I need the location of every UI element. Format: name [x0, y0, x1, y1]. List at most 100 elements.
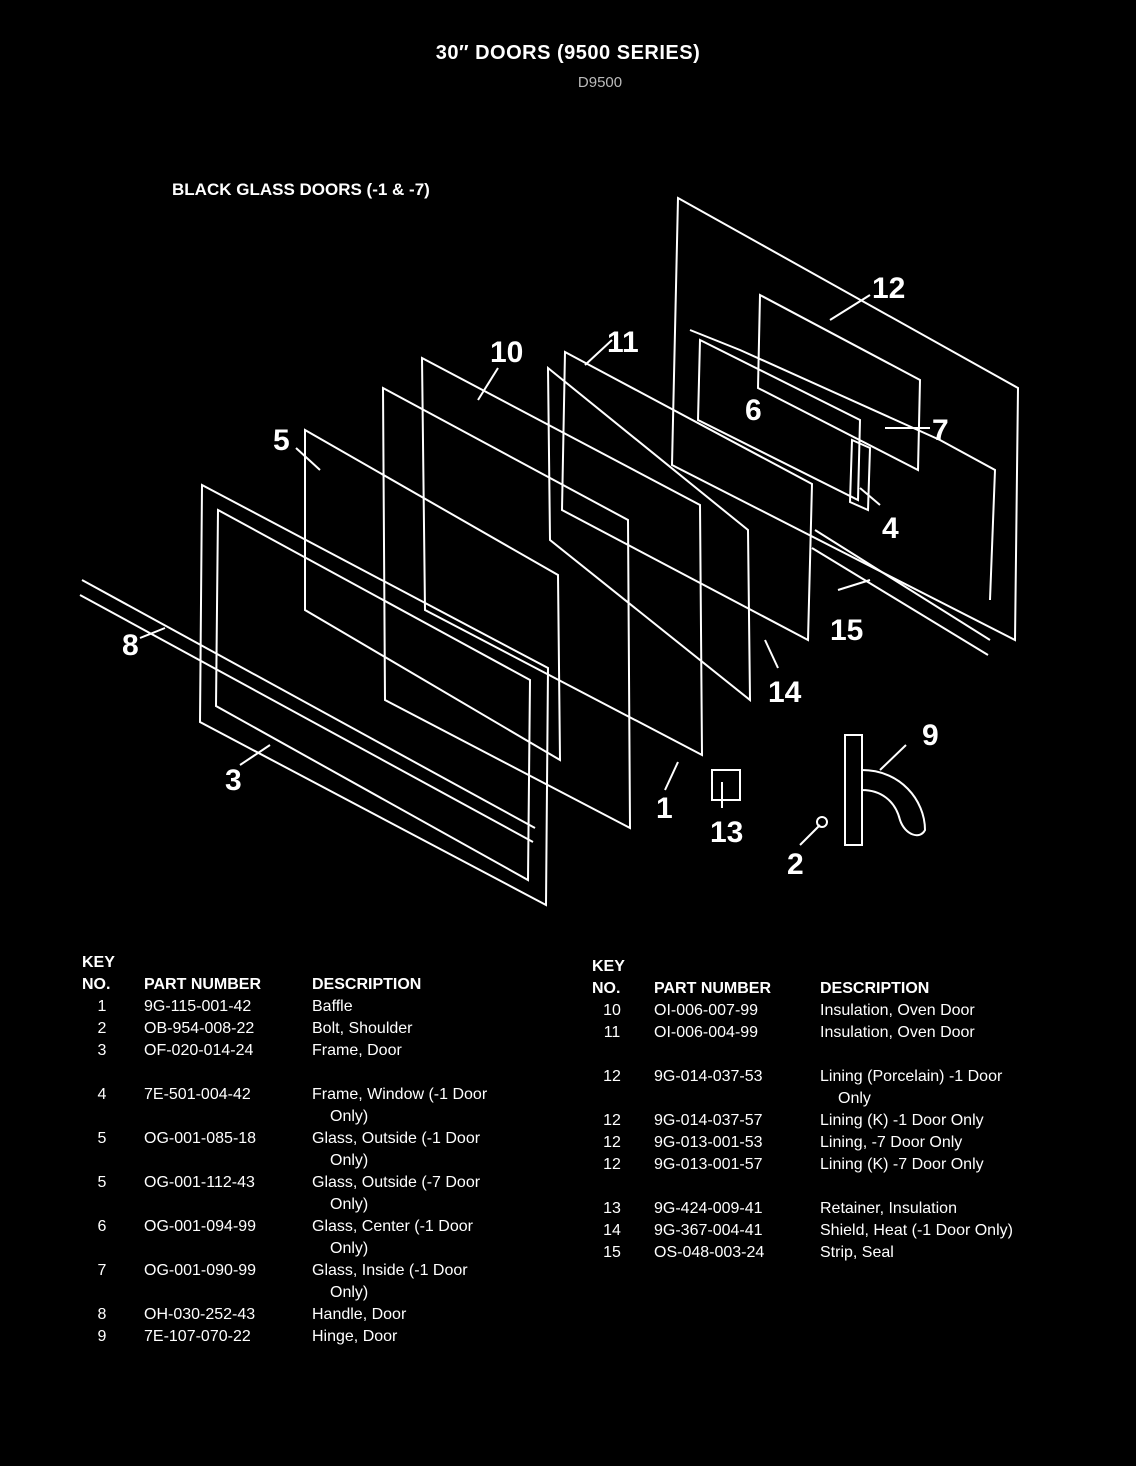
exploded-door-diagram: 1 2 3 4 5 6 7 8 9 10 11 12 13 14 15: [79, 196, 1020, 907]
description-line: Baffle: [312, 998, 353, 1015]
part-description: Strip, Seal: [820, 1242, 894, 1264]
description-line: Lining (Porcelain) -1 Door: [820, 1068, 1003, 1085]
description-line: Strip, Seal: [820, 1244, 894, 1261]
callout-2: 2: [787, 848, 804, 881]
part-number: OI-006-007-99: [654, 1002, 759, 1019]
key-number: 13: [603, 1200, 621, 1217]
handle-part: [81, 579, 536, 829]
part-number: 9G-115-001-42: [144, 998, 252, 1015]
callout-6: 6: [745, 394, 762, 427]
part-number: OG-001-085-18: [144, 1130, 257, 1147]
glass-center-part: [696, 338, 862, 502]
section-label: BLACK GLASS DOORS (-1 & -7): [172, 180, 430, 199]
lining-part: [670, 196, 1020, 642]
part-description: Lining (K) -7 Door Only: [820, 1154, 984, 1176]
baffle-part: [381, 386, 632, 830]
door-frame-inner: [214, 508, 532, 882]
callout-10: 10: [490, 336, 523, 369]
part-number: OS-048-003-24: [654, 1244, 765, 1261]
description-line: Glass, Center (-1 Door: [312, 1218, 473, 1235]
key-number: 8: [97, 1306, 107, 1323]
model-code: D9500: [577, 74, 623, 91]
callout-1: 1: [656, 792, 673, 825]
part-number: 7E-501-004-42: [144, 1086, 251, 1103]
part-number-header: PART NUMBER: [654, 980, 772, 997]
heat-shield-part: [546, 365, 752, 703]
part-description: Insulation, Oven Door: [820, 1000, 975, 1022]
key-number: 12: [603, 1156, 621, 1173]
parts-list-header: KEY NO. PART NUMBER DESCRIPTION: [592, 956, 1072, 1000]
insulation-11-part: [560, 350, 814, 642]
description-line: Glass, Inside (-1 Door: [312, 1262, 468, 1279]
description-line: Lining (K) -7 Door Only: [820, 1156, 984, 1173]
description-line: Hinge, Door: [312, 1328, 398, 1345]
callout-12: 12: [872, 272, 905, 305]
description-header: DESCRIPTION: [312, 976, 422, 993]
description-continuation: Only: [838, 1090, 871, 1107]
no-header: NO.: [592, 980, 621, 997]
retainer-part: [711, 769, 741, 801]
part-description: Bolt, Shoulder: [312, 1018, 413, 1040]
callout-15: 15: [830, 614, 863, 647]
key-number: 4: [97, 1086, 107, 1103]
part-description: Lining, -7 Door Only: [820, 1132, 962, 1154]
description-line: Lining, -7 Door Only: [820, 1134, 963, 1151]
part-number: 9G-014-037-57: [654, 1112, 763, 1129]
door-frame-part: [198, 483, 550, 907]
description-line: Insulation, Oven Door: [820, 1002, 975, 1019]
part-number: 9G-367-004-41: [654, 1222, 763, 1239]
part-number: OG-001-094-99: [144, 1218, 257, 1235]
callout-4: 4: [882, 512, 899, 545]
description-continuation: Only): [330, 1240, 369, 1257]
key-number: 3: [97, 1042, 107, 1059]
parts-list-header: KEY NO. PART NUMBER DESCRIPTION: [82, 952, 542, 996]
glass-inside-part: [756, 293, 922, 472]
parts-list-left: KEY NO. PART NUMBER DESCRIPTION 1 9G-115-…: [82, 952, 542, 1345]
part-description: Insulation, Oven Door: [820, 1022, 975, 1044]
key-number: 14: [603, 1222, 621, 1239]
callout-8: 8: [122, 629, 139, 662]
callout-11: 11: [607, 326, 639, 359]
page-title: 30″ DOORS (9500 SERIES): [435, 42, 701, 64]
part-number: OB-954-008-22: [144, 1020, 255, 1037]
key-number: 10: [603, 1002, 621, 1019]
part-number: OG-001-112-43: [144, 1174, 255, 1191]
no-header: NO.: [82, 976, 111, 993]
callout-9: 9: [922, 719, 939, 752]
part-number-header: PART NUMBER: [144, 976, 262, 993]
part-description: Retainer, Insulation: [820, 1198, 957, 1220]
callout-5: 5: [273, 424, 290, 457]
part-description: Shield, Heat (-1 Door Only): [820, 1220, 1013, 1242]
key-number: 5: [97, 1174, 107, 1191]
description-line: Glass, Outside (-1 Door: [312, 1130, 481, 1147]
description-continuation: Only): [330, 1196, 369, 1213]
callout-3: 3: [225, 764, 242, 797]
part-number: OG-001-090-99: [144, 1262, 257, 1279]
callout-13: 13: [710, 816, 743, 849]
bolt-part: [816, 816, 828, 828]
part-description: Baffle: [312, 996, 353, 1018]
description-line: Handle, Door: [312, 1306, 407, 1323]
lining-inner: [689, 329, 997, 601]
description-line: Glass, Outside (-7 Door: [312, 1174, 481, 1191]
part-number: 9G-013-001-53: [654, 1134, 763, 1151]
key-number: 15: [603, 1244, 621, 1261]
part-description: Handle, Door: [312, 1304, 406, 1326]
key-number: 1: [97, 998, 107, 1015]
key-number: 12: [603, 1068, 621, 1085]
part-number: OF-020-014-24: [144, 1042, 254, 1059]
hinge-part: [844, 734, 927, 846]
key-number: 6: [97, 1218, 107, 1235]
key-number: 12: [603, 1134, 621, 1151]
part-number: OI-006-004-99: [654, 1024, 759, 1041]
key-number: 7: [97, 1262, 107, 1279]
description-line: Frame, Door: [312, 1042, 402, 1059]
part-description: Frame, Door: [312, 1040, 402, 1062]
key-number: 5: [97, 1130, 107, 1147]
glass-outside-part: [304, 428, 562, 762]
insulation-10-part: [420, 356, 704, 757]
